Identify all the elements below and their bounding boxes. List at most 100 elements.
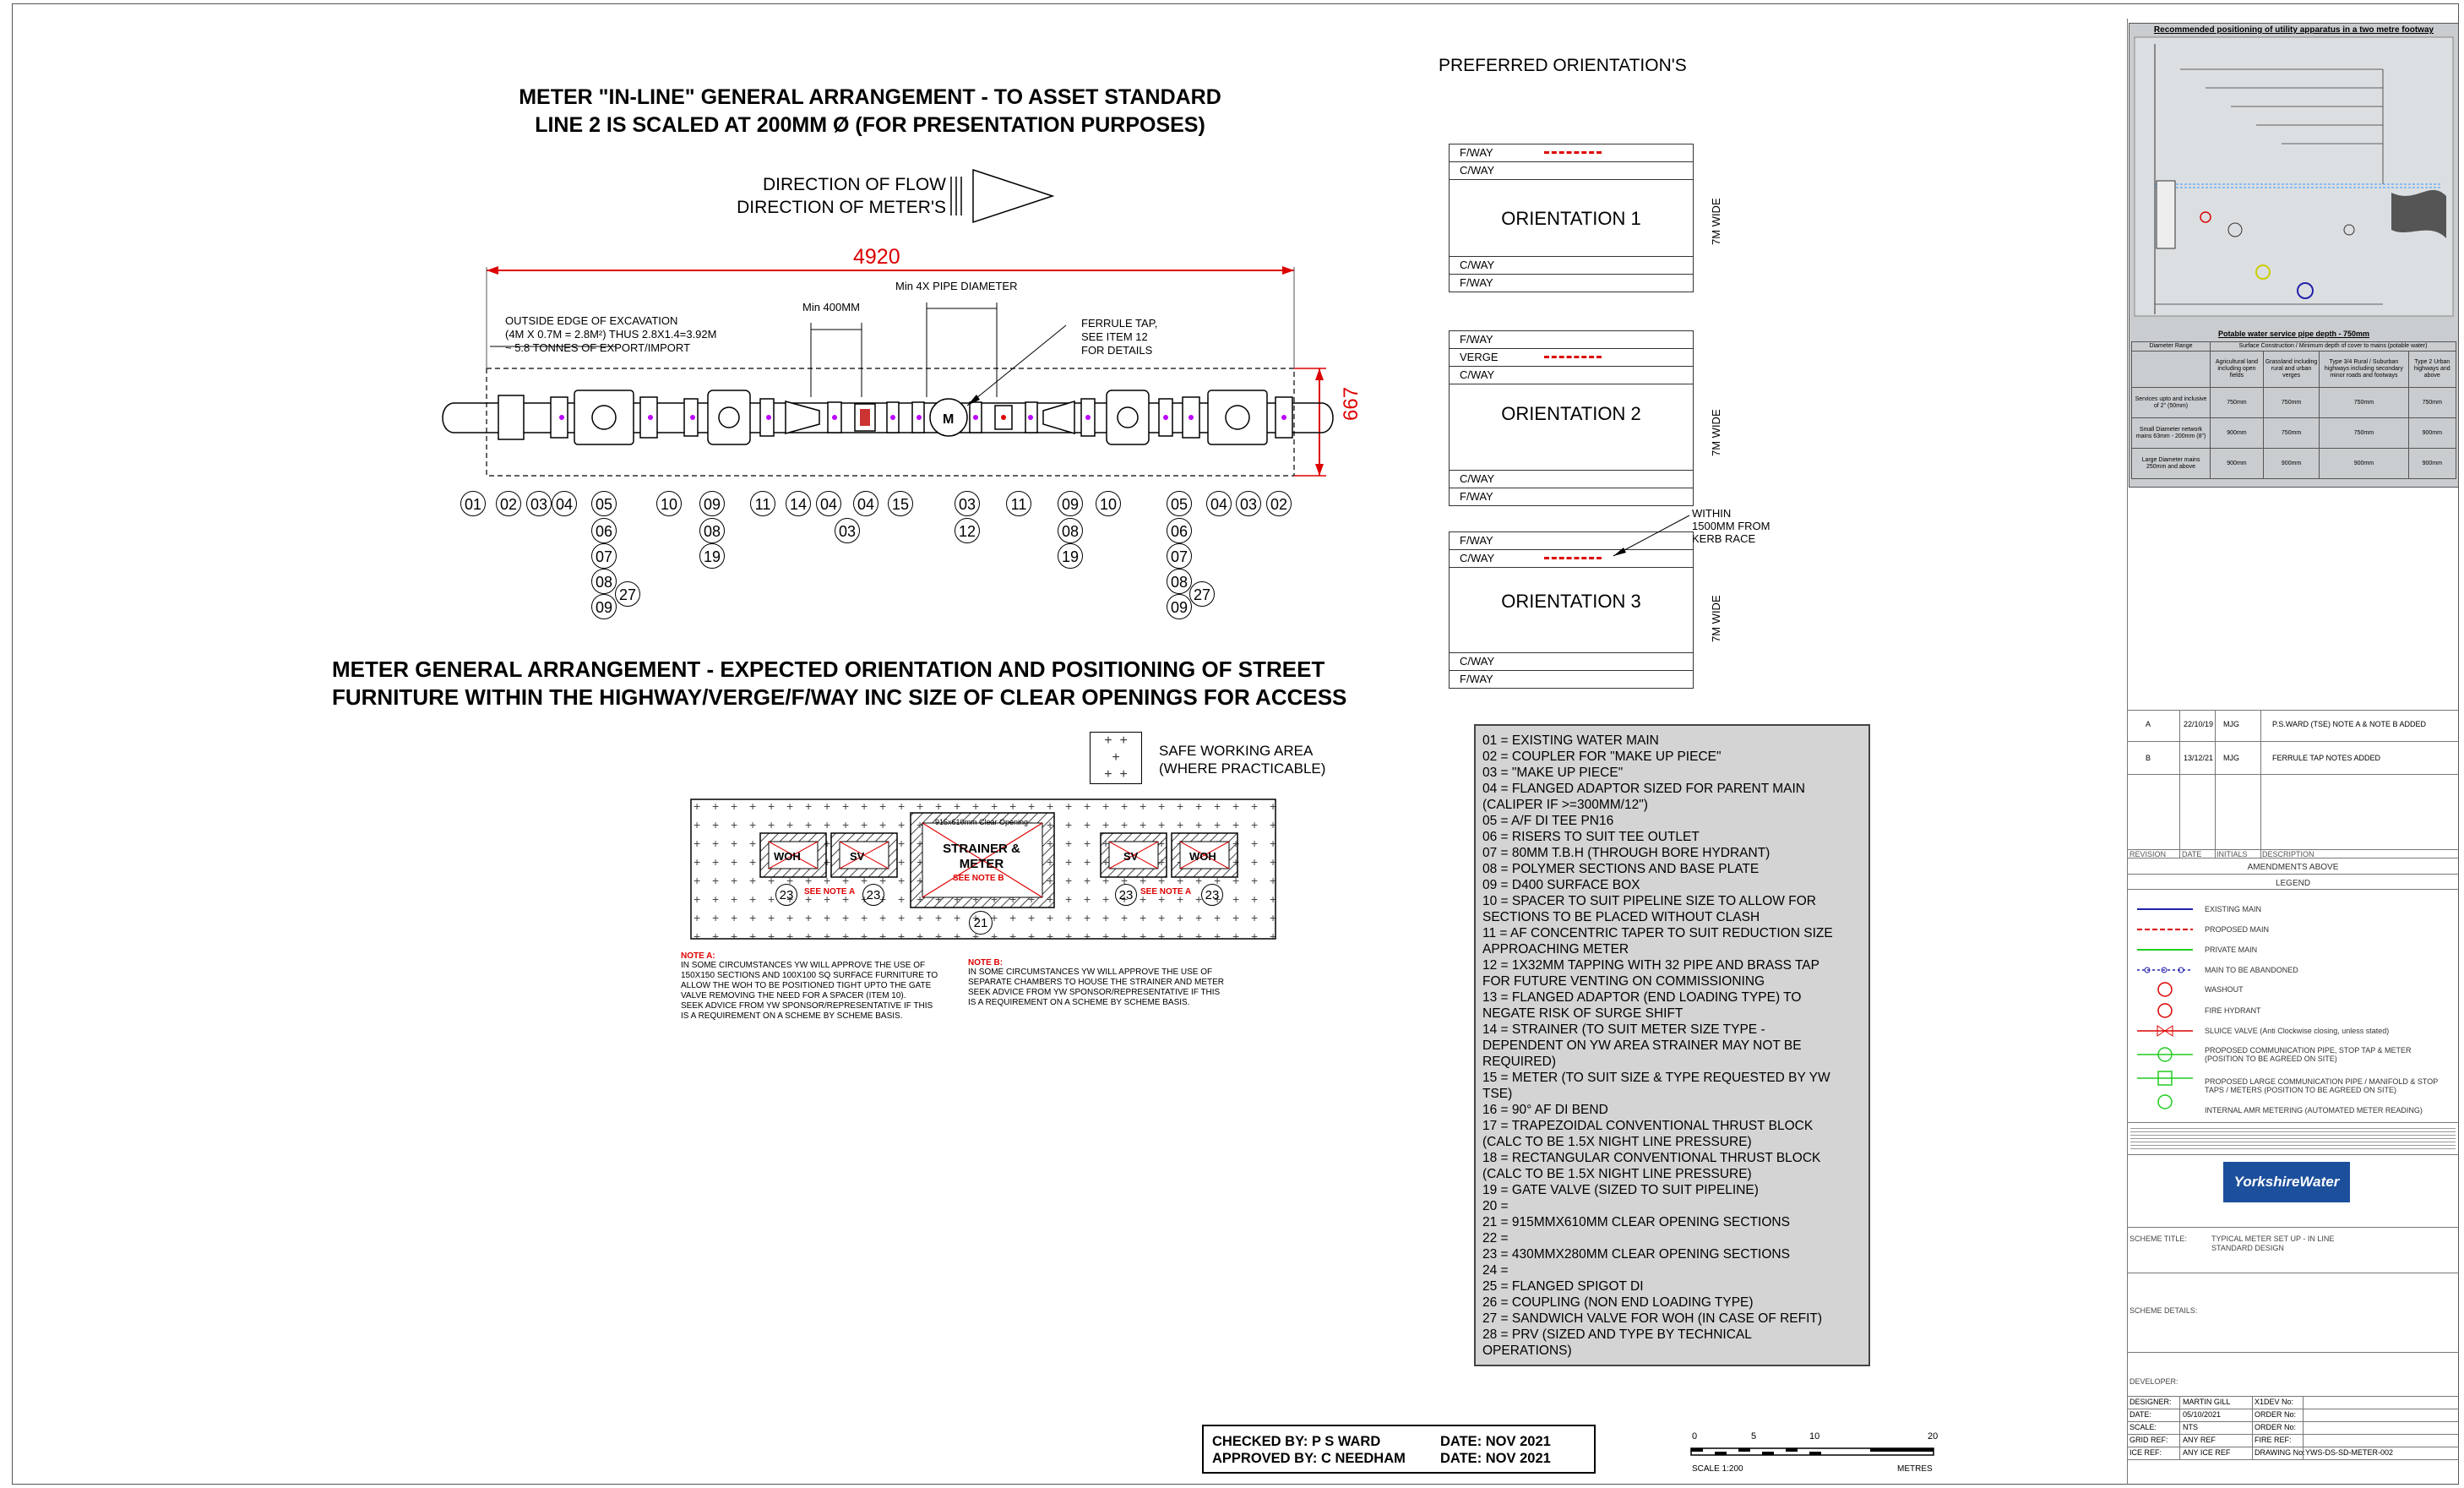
table-header: Type 2 Urban highways and above	[2407, 351, 2457, 388]
item-callout: 09	[699, 491, 725, 516]
rule	[2303, 1396, 2304, 1459]
field-key: DATE:	[2129, 1410, 2151, 1419]
strainer-line-1: STRAINER &	[943, 842, 1020, 856]
item-legend-line: 08 = POLYMER SECTIONS AND BASE PLATE	[1482, 862, 1760, 876]
ferrule-line-3: FOR DETAILS	[1081, 344, 1153, 357]
footway-section-drawing	[2134, 36, 2454, 317]
revision-header: INITIALS	[2217, 850, 2248, 858]
legend-item: EXISTING MAIN	[2205, 905, 2262, 913]
item-callout: 21	[969, 911, 993, 935]
item-legend-line: 20 =	[1482, 1199, 1509, 1213]
item-legend-line: 13 = FLANGED ADAPTOR (END LOADING TYPE) …	[1482, 990, 1802, 1005]
note-a-line: IN SOME CIRCUMSTANCES YW WILL APPROVE TH…	[681, 961, 926, 970]
item-callout: 09	[591, 594, 617, 619]
item-legend-line: 22 =	[1482, 1231, 1509, 1245]
legend-symbols	[2137, 908, 2193, 1109]
within-line-1: WITHIN	[1692, 507, 1732, 520]
see-note-a-label-right: SEE NOTE A	[1140, 887, 1192, 897]
see-note-a-label-left: SEE NOTE A	[804, 887, 856, 897]
item-callout: 07	[591, 543, 617, 569]
item-legend-line: (CALC TO BE 1.5X NIGHT LINE PRESSURE)	[1482, 1167, 1752, 1181]
item-callout: 06	[1167, 518, 1192, 543]
table-row: Agricultural land including open fields …	[2131, 351, 2457, 388]
revision-initials: MJG	[2223, 720, 2239, 728]
field-value: ANY REF	[2183, 1436, 2216, 1444]
heading2-line-2: FURNITURE WITHIN THE HIGHWAY/VERGE/F/WAY…	[332, 684, 1347, 710]
revision-letter: B	[2146, 754, 2151, 762]
orientation-heading: METER GENERAL ARRANGEMENT - EXPECTED ORI…	[332, 656, 1430, 711]
rule	[2179, 1396, 2180, 1459]
orientation-row: C/WAY	[1450, 162, 1693, 180]
item-legend-line: NEGATE RISK OF SURGE SHIFT	[1482, 1006, 1683, 1021]
footway-diagram: Recommended positioning of utility appar…	[2129, 23, 2459, 488]
yorkshire-water-logo: YorkshireWater	[2223, 1162, 2350, 1202]
item-legend-line: 27 = SANDWICH VALVE FOR WOH (IN CASE OF …	[1482, 1311, 1823, 1326]
item-callout: 19	[699, 543, 725, 569]
strainer-meter-label: STRAINER & METER	[922, 842, 1041, 872]
ferrule-line-2: SEE ITEM 12	[1081, 330, 1148, 343]
note-b-heading: NOTE B:	[968, 958, 1004, 967]
item-legend-line: 05 = A/F DI TEE PN16	[1482, 814, 1614, 828]
table-header: Diameter Range	[2131, 341, 2211, 352]
item-legend-line: 19 = GATE VALVE (SIZED TO SUIT PIPELINE)	[1482, 1183, 1759, 1197]
rule	[2260, 710, 2261, 858]
orientation-label: ORIENTATION 3	[1450, 568, 1693, 653]
orientation-row: C/WAY	[1450, 367, 1693, 384]
item-legend-line: 24 =	[1482, 1263, 1509, 1278]
amendments-label: AMENDMENTS ABOVE	[2247, 863, 2339, 872]
item-callout: 04	[816, 491, 841, 516]
item-callout: 23	[862, 884, 884, 906]
orientation-1-diagram: F/WAY C/WAY ORIENTATION 1 C/WAY F/WAY	[1449, 144, 1694, 292]
scale-tick: 10	[1809, 1431, 1820, 1442]
approved-by: APPROVED BY: C NEEDHAM	[1212, 1451, 1406, 1466]
rule	[2127, 1352, 2459, 1353]
revision-letter: A	[2146, 720, 2151, 728]
title-line-1: METER "IN-LINE" GENERAL ARRANGEMENT - TO…	[519, 85, 1221, 109]
item-callout: 23	[775, 884, 797, 906]
table-cell: 900mm	[2319, 448, 2409, 479]
item-legend-line: 12 = 1X32MM TAPPING WITH 32 PIPE AND BRA…	[1482, 958, 1819, 973]
item-legend-line: SECTIONS TO BE PLACED WITHOUT CLASH	[1482, 910, 1760, 924]
row-label: F/WAY	[1460, 146, 1493, 159]
orientation-3-width: 7M WIDE	[1710, 595, 1722, 642]
item-legend-line: 09 = D400 SURFACE BOX	[1482, 878, 1640, 892]
orientation-label: ORIENTATION 1	[1450, 180, 1693, 257]
safe-area-line-2: (WHERE PRACTICABLE)	[1159, 760, 1326, 777]
rule	[2127, 874, 2459, 875]
table-header: Surface Construction / Minimum depth of …	[2210, 341, 2456, 352]
sluice-valve-icon	[2157, 1025, 2173, 1037]
item-legend-line: DEPENDENT ON YW AREA STRAINER MAY NOT BE	[1482, 1038, 1802, 1053]
item-legend-line: 06 = RISERS TO SUIT TEE OUTLET	[1482, 830, 1700, 844]
item-legend-line: 11 = AF CONCENTRIC TAPER TO SUIT REDUCTI…	[1482, 926, 1833, 940]
field-value: YWS-DS-SD-METER-002	[2305, 1448, 2394, 1457]
orientation-row: F/WAY	[1450, 532, 1693, 550]
item-callout: 08	[1167, 569, 1192, 594]
orientation-row: C/WAY	[1450, 653, 1693, 671]
legend-item: PROPOSED MAIN	[2205, 925, 2270, 934]
item-legend-line: (CALIPER IF >=300MM/12")	[1482, 798, 1648, 812]
proposed-main-marker	[1544, 557, 1602, 561]
rule	[2252, 1396, 2253, 1459]
field-value: 05/10/2021	[2183, 1410, 2222, 1419]
item-callout: 04	[853, 491, 878, 516]
item-callout: 08	[1058, 518, 1083, 543]
item-callout: 27	[1189, 581, 1215, 607]
revision-description: P.S.WARD (TSE) NOTE A & NOTE B ADDED	[2272, 720, 2427, 728]
item-legend-line: 25 = FLANGED SPIGOT DI	[1482, 1279, 1644, 1294]
item-legend-line: 26 = COUPLING (NON END LOADING TYPE)	[1482, 1295, 1754, 1310]
item-legend-line: 28 = PRV (SIZED AND TYPE BY TECHNICAL	[1482, 1327, 1752, 1342]
woh-label-left: WOH	[774, 850, 801, 863]
item-legend-line: 15 = METER (TO SUIT SIZE & TYPE REQUESTE…	[1482, 1071, 1830, 1085]
note-a-line: VALVE REMOVING THE NEED FOR A SPACER (IT…	[681, 991, 906, 1000]
note-b-line: IS A REQUIREMENT ON A SCHEME BY SCHEME B…	[968, 998, 1190, 1007]
item-legend-line: 04 = FLANGED ADAPTOR SIZED FOR PARENT MA…	[1482, 782, 1805, 796]
rule	[2127, 849, 2459, 850]
heading2-line-1: METER GENERAL ARRANGEMENT - EXPECTED ORI…	[332, 657, 1325, 682]
table-cell: Services upto and inclusive of 2" (50mm)	[2131, 387, 2211, 418]
flow-direction-label: DIRECTION OF FLOW DIRECTION OF METER'S	[726, 173, 946, 219]
orientations-title: PREFERRED ORIENTATION'S	[1439, 56, 1687, 75]
orientation-row: F/WAY	[1460, 490, 1493, 503]
orientation-3-diagram: F/WAY C/WAY ORIENTATION 3 C/WAY F/WAY	[1449, 531, 1694, 689]
note-a-line: ALLOW THE WOH TO BE POSITIONED TIGHT UPT…	[681, 981, 932, 990]
